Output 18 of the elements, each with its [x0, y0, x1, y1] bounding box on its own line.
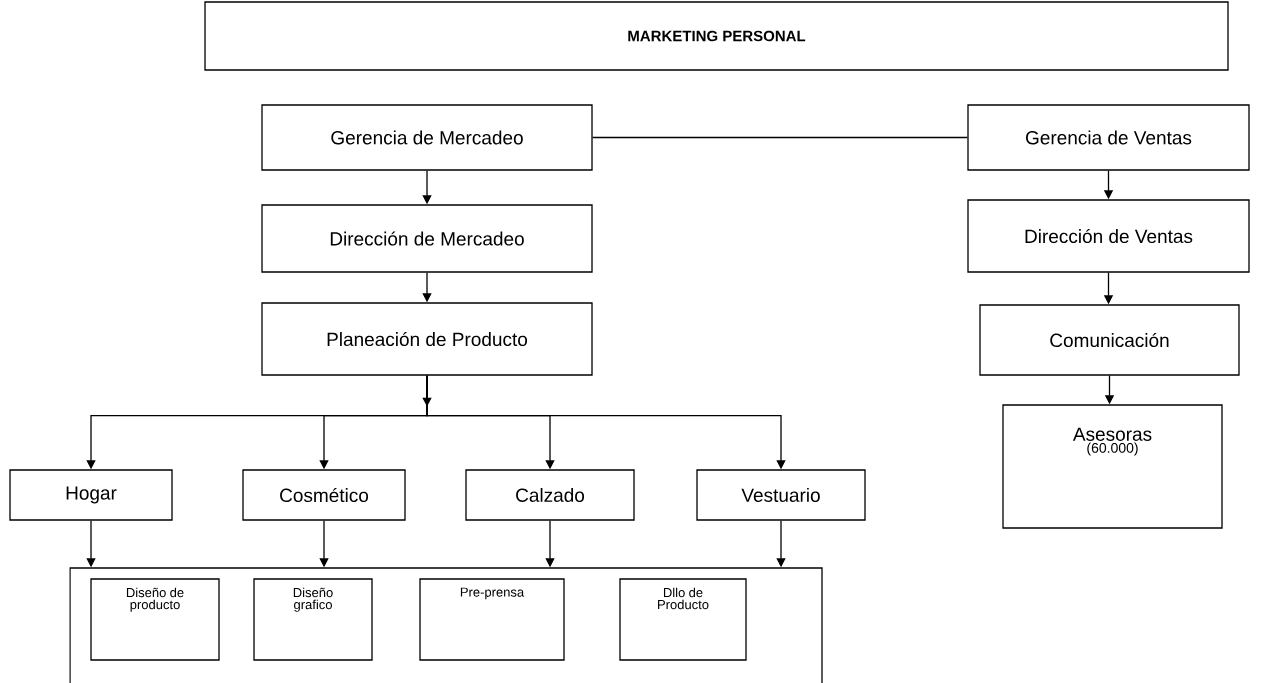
org-box: Gerencia de Mercadeo	[261, 104, 593, 171]
task-box: Diseño de producto	[90, 578, 220, 661]
org-box: Dirección de Mercadeo	[261, 204, 593, 273]
title-box: MARKETING PERSONAL	[204, 1, 1229, 71]
org-box: Asesoras (60.000)	[1002, 404, 1223, 529]
org-box: Gerencia de Ventas	[967, 104, 1250, 171]
org-box: Comunicación	[979, 304, 1240, 376]
task-box: Diseño grafico	[253, 578, 373, 661]
task-box: Dllo de Producto	[619, 578, 747, 661]
task-box: Pre-prensa	[419, 578, 565, 661]
org-box: Planeación de Producto	[261, 302, 593, 376]
org-box: Calzado	[465, 469, 635, 521]
org-box: Dirección de Ventas	[967, 199, 1250, 273]
org-box: Vestuario	[696, 469, 866, 521]
org-box: Cosmético	[242, 469, 406, 521]
connector	[592, 136, 968, 139]
group-box	[69, 567, 823, 683]
org-box: Hogar	[9, 469, 173, 521]
